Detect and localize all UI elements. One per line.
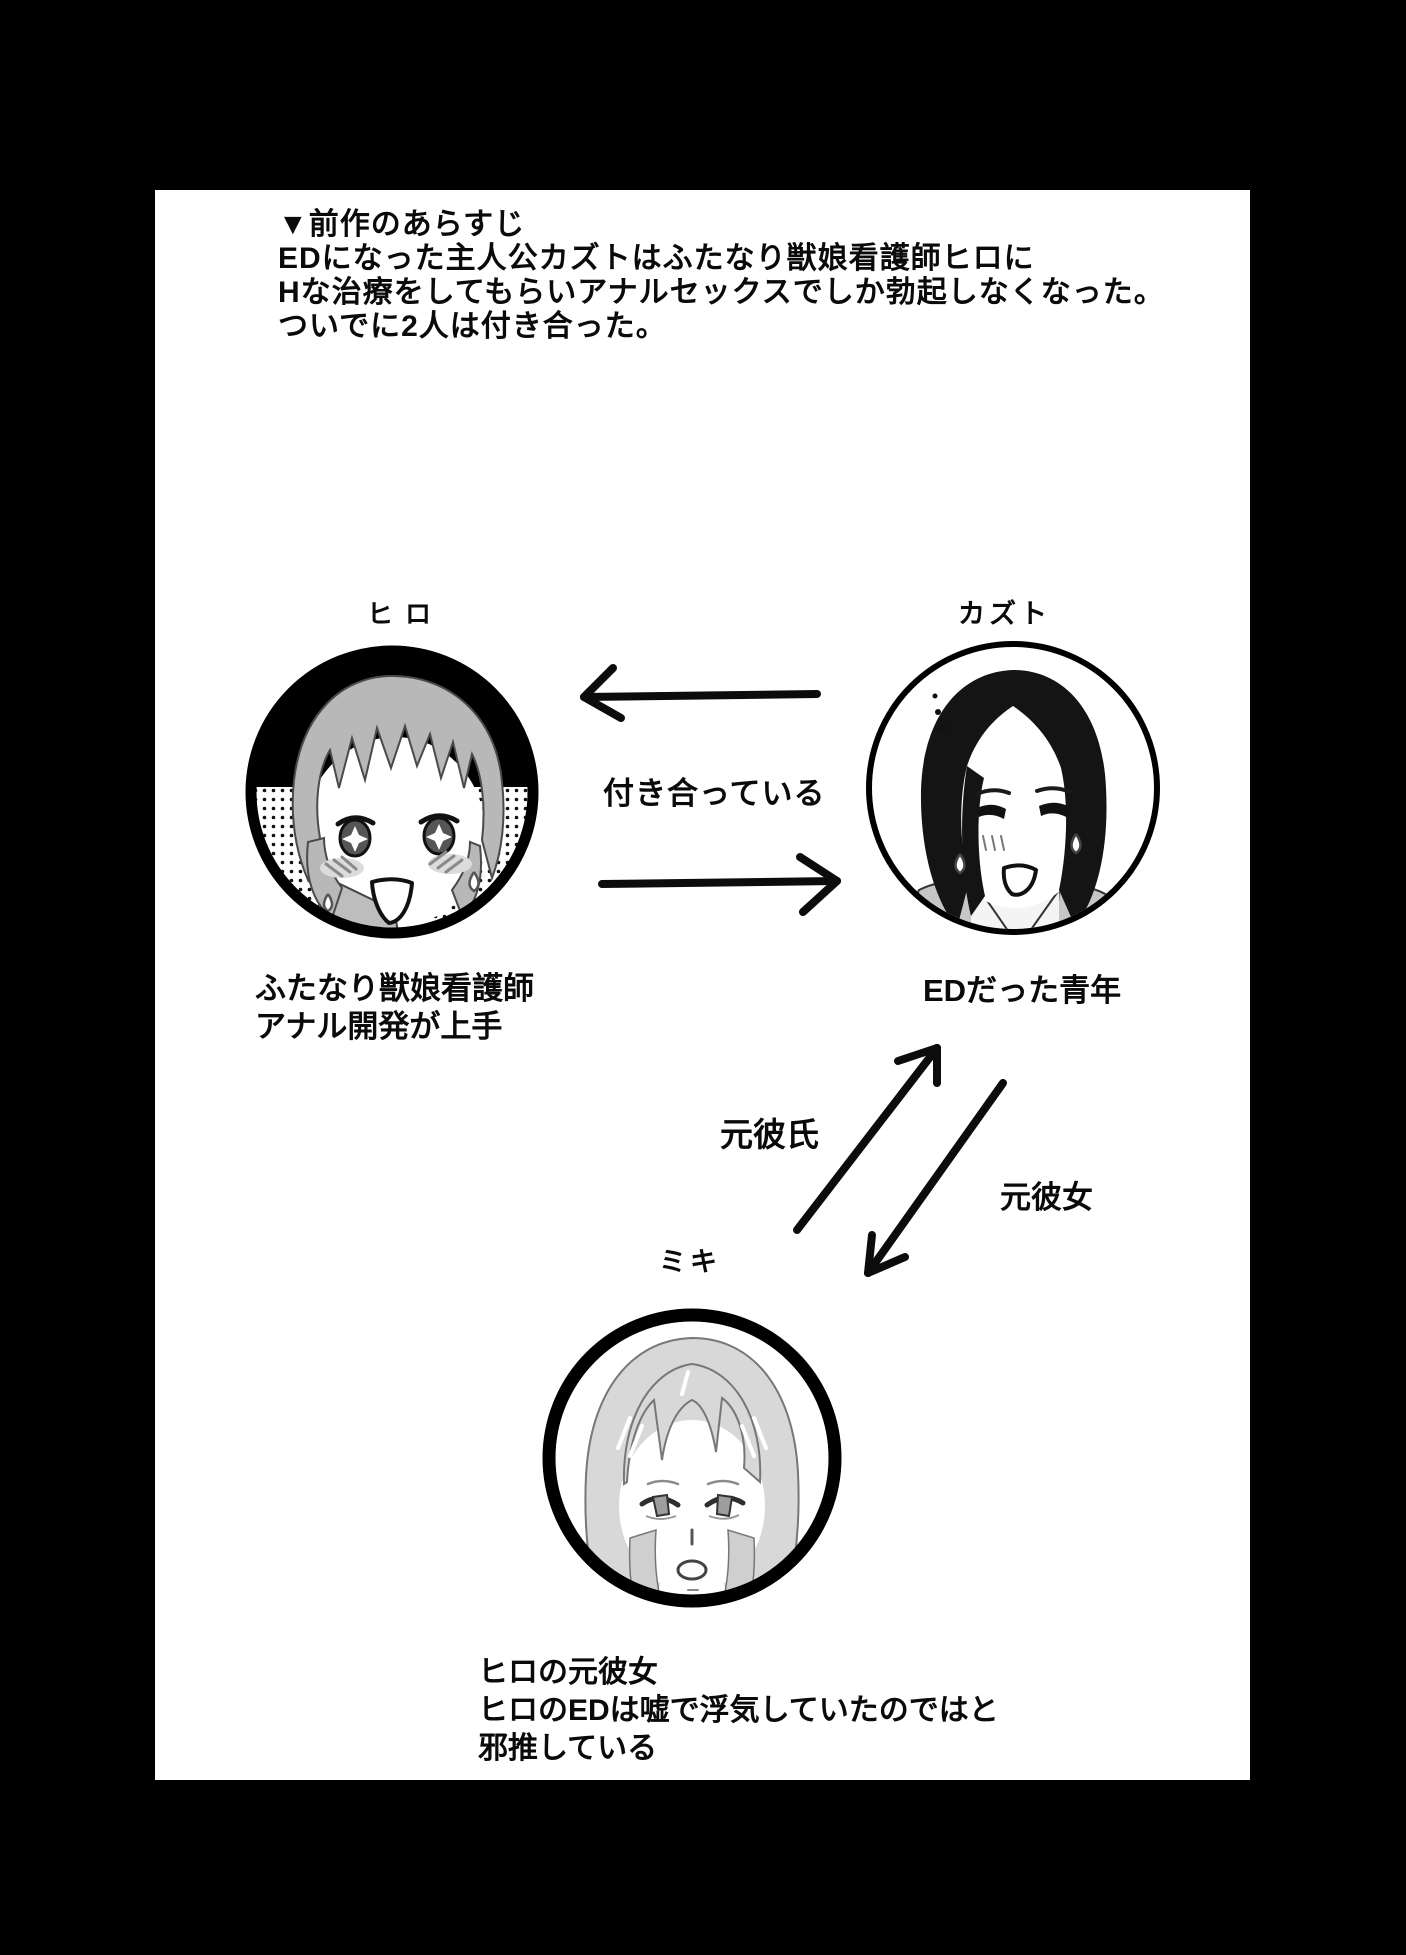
arrow-right-dating: [598, 853, 841, 916]
synopsis-line-4: ついでに2人は付き合った。: [278, 310, 667, 343]
white-page: ▼前作のあらすじ EDになった主人公カズトはふたなり獣娘看護師ヒロに Hな治療を…: [155, 190, 1250, 1780]
caption-miki: ヒロの元彼女 ヒロのEDは嘘で浮気していたのではと 邪推している: [478, 1654, 999, 1768]
caption-hiro-line-1: ふたなり獣娘看護師: [255, 971, 534, 1006]
relation-label-ex-boyfriend: 元彼氏: [720, 1116, 819, 1153]
hiro-avatar: [245, 645, 539, 939]
kazuto-avatar: [866, 641, 1160, 935]
caption-hiro: ふたなり獣娘看護師 アナル開発が上手: [255, 970, 534, 1046]
caption-miki-line-1: ヒロの元彼女: [478, 1656, 658, 1689]
relation-label-ex-girlfriend: 元彼女: [1000, 1180, 1093, 1215]
relation-label-dating: 付き合っている: [603, 776, 826, 811]
character-name-miki: ミキ: [659, 1247, 721, 1277]
miki-avatar: [542, 1308, 842, 1608]
caption-miki-line-2: ヒロのEDは嘘で浮気していたのではと: [478, 1694, 999, 1727]
character-name-kazuto: カズト: [958, 599, 1051, 629]
caption-miki-line-3: 邪推している: [478, 1732, 658, 1765]
synopsis-block: ▼前作のあらすじ EDになった主人公カズトはふたなり獣娘看護師ヒロに Hな治療を…: [278, 208, 1165, 344]
synopsis-line-2: EDになった主人公カズトはふたなり獣娘看護師ヒロに: [278, 242, 1035, 275]
synopsis-line-1: ▼前作のあらすじ: [278, 208, 526, 241]
caption-hiro-line-2: アナル開発が上手: [255, 1009, 503, 1044]
synopsis-line-3: Hな治療をしてもらいアナルセックスでしか勃起しなくなった。: [278, 276, 1165, 309]
caption-kazuto: EDだった青年: [923, 965, 1121, 1010]
character-name-hiro: ヒロ: [367, 600, 444, 629]
arrow-left-dating: [580, 664, 821, 722]
caption-kazuto-line-1: EDだった青年: [923, 973, 1122, 1008]
arrow-down-ex-girlfriend: [864, 1079, 1007, 1277]
